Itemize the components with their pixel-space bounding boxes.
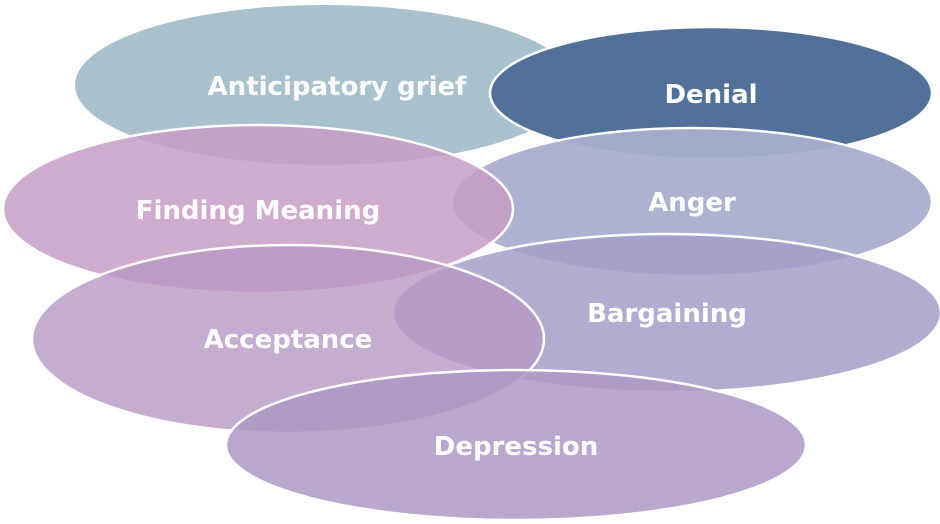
ellipse-depression xyxy=(224,368,808,522)
stage-denial: Denial xyxy=(488,25,934,161)
label-bargaining: Bargaining xyxy=(587,299,747,329)
stage-depression: Depression xyxy=(224,368,808,522)
label-finding-meaning: Finding Meaning xyxy=(136,196,380,226)
label-anger: Anger xyxy=(648,188,736,218)
label-depression: Depression xyxy=(434,432,599,462)
stage-anticipatory-grief: Anticipatory grief xyxy=(75,5,575,165)
label-anticipatory-grief: Anticipatory grief xyxy=(208,72,468,102)
label-denial: Denial xyxy=(664,80,757,110)
ellipse-anticipatory-grief xyxy=(75,5,575,165)
label-acceptance: Acceptance xyxy=(204,325,373,355)
